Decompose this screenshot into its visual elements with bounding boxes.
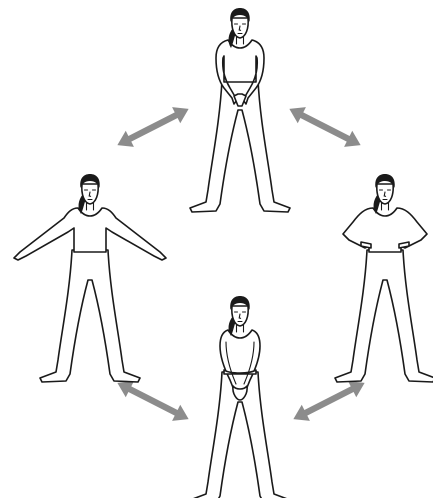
figure-top xyxy=(190,8,290,212)
arrow-top-right xyxy=(285,101,364,153)
figure-left xyxy=(14,174,166,382)
figure-bottom xyxy=(190,296,290,498)
arrow-bottom-right xyxy=(289,375,368,427)
arrow-left-bottom xyxy=(113,375,192,427)
arrow-left-top xyxy=(113,101,192,153)
figure-right xyxy=(335,174,433,382)
